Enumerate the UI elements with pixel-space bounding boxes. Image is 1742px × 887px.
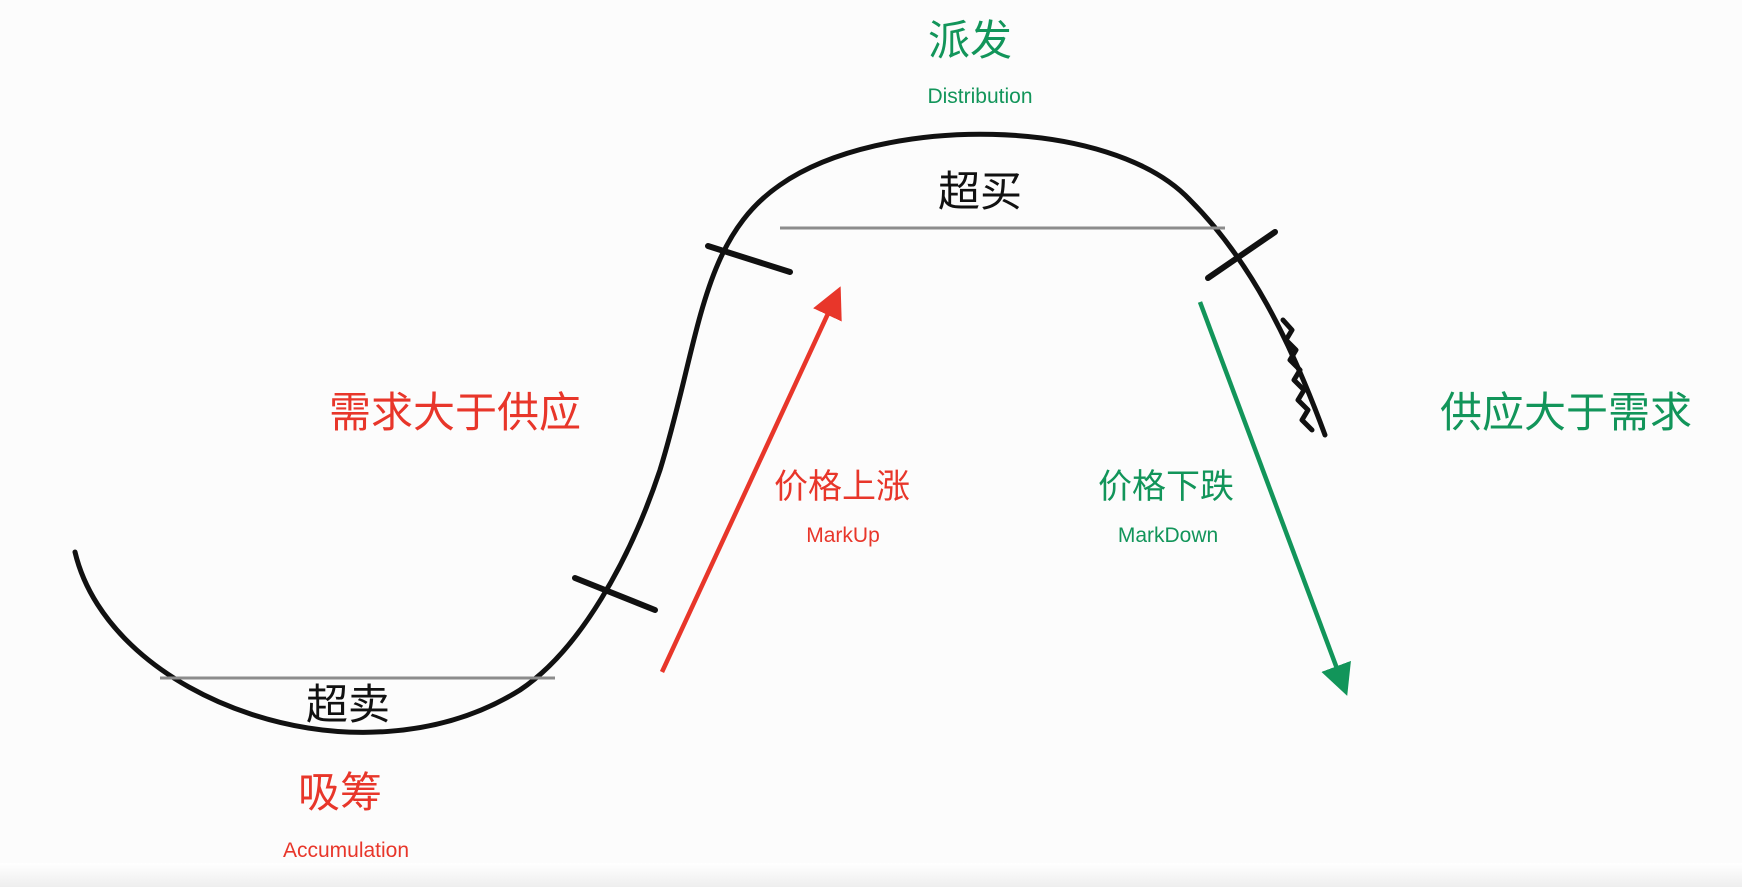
supply-greater-than-demand-label: 供应大于需求: [1439, 388, 1693, 437]
distribution-label-cn: 派发: [927, 16, 1013, 65]
accumulation-label-en: Accumulation: [282, 839, 410, 862]
demand-greater-than-supply-label: 需求大于供应: [328, 388, 582, 437]
markdown-arrow: [1197, 301, 1351, 696]
tick-mark-accumulation-end: [572, 575, 658, 613]
price-cycle-curve: [72, 131, 1328, 735]
markup-label-en: MarkUp: [806, 524, 880, 547]
markup-arrow: [659, 286, 842, 673]
markdown-label-en: MarkDown: [1117, 524, 1219, 547]
tick-mark-distribution-end: [1205, 229, 1278, 281]
markup-label-cn: 价格上涨: [774, 467, 910, 507]
overbought-label: 超买: [937, 167, 1023, 216]
tick-mark-markup-end: [705, 243, 793, 275]
curve-jagged-end: [1280, 317, 1315, 433]
bottom-band: [0, 863, 1742, 887]
oversold-label: 超卖: [305, 680, 391, 729]
accumulation-label-cn: 吸筹: [297, 768, 383, 817]
distribution-label-en: Distribution: [927, 85, 1033, 108]
markdown-label-cn: 价格下跌: [1098, 467, 1234, 507]
